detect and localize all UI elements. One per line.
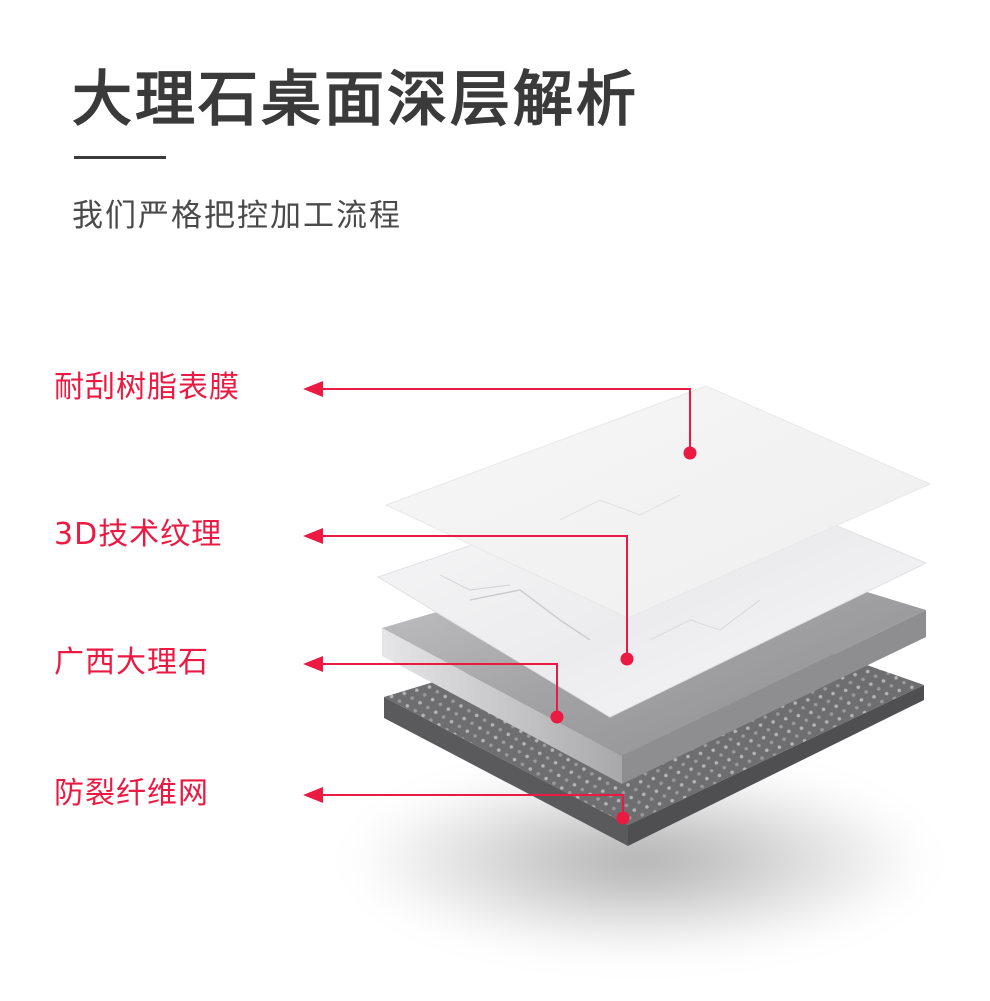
- arrow-head-texture: [303, 528, 323, 544]
- leader-texture: [322, 535, 628, 659]
- title-underline: [74, 156, 166, 159]
- leader-film: [322, 388, 691, 453]
- marker-dot-film: [683, 446, 697, 460]
- arrow-head-marble: [303, 656, 323, 672]
- page-title: 大理石桌面深层解析: [72, 65, 639, 135]
- marker-dot-texture: [620, 652, 634, 666]
- resin-film-layer: [384, 385, 932, 619]
- marker-dot-mesh: [616, 811, 630, 825]
- arrow-head-mesh: [303, 787, 323, 803]
- leader-mesh: [322, 794, 624, 818]
- layer-label-mesh: 防裂纤维网: [54, 776, 209, 811]
- layer-label-film: 耐刮树脂表膜: [54, 370, 240, 405]
- page-subtitle: 我们严格把控加工流程: [72, 198, 402, 234]
- layer-label-texture: 3D技术纹理: [54, 517, 223, 552]
- marker-dot-marble: [550, 710, 564, 724]
- leader-marble: [322, 663, 558, 717]
- layer-label-marble: 广西大理石: [54, 645, 209, 680]
- floor-shadow: [350, 765, 930, 955]
- arrow-head-film: [303, 381, 323, 397]
